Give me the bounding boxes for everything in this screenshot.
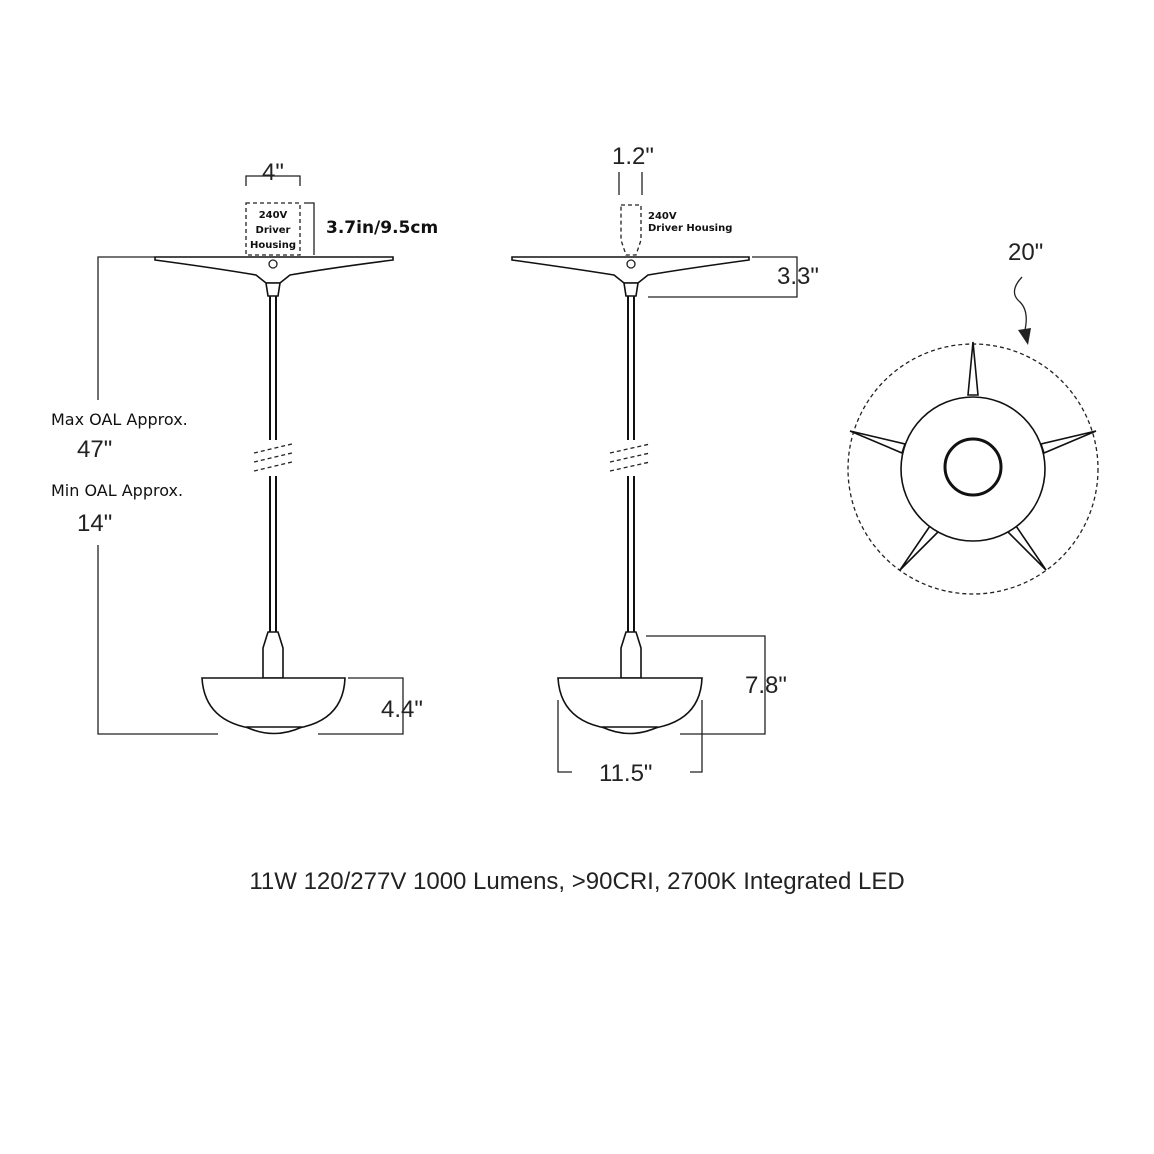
middle-canopy-height-label: 3.3" <box>777 263 819 290</box>
left-shade-height-label: 4.4" <box>381 696 423 723</box>
middle-top-width-ticks <box>618 172 643 195</box>
middle-driver-label-2: Driver Housing <box>648 223 732 234</box>
bottom-diameter-leader <box>1013 276 1027 335</box>
left-driver-height-label: 3.7in/9.5cm <box>326 218 438 238</box>
left-shade <box>201 677 346 731</box>
middle-canopy-neck <box>623 282 639 297</box>
min-oal-value: 14" <box>77 510 112 537</box>
left-driver-label-2: Driver <box>256 225 291 236</box>
middle-lens <box>601 726 659 735</box>
middle-side-view: 1.2" 240V Driver Housing 3.3" 7.8" 11.5" <box>511 143 819 787</box>
middle-driver-housing-outline <box>620 204 642 256</box>
left-top-width-bracket <box>245 175 301 186</box>
left-canopy-screw <box>268 259 278 269</box>
bottom-arm-left <box>849 430 907 455</box>
bottom-arm-right <box>1039 430 1097 455</box>
left-driver-label-1: 240V <box>259 210 288 221</box>
middle-top-width-label: 1.2" <box>612 143 654 170</box>
left-oal-line-bottom <box>97 545 218 735</box>
middle-shade <box>557 677 703 731</box>
left-stem-break <box>253 443 293 472</box>
middle-stem-break <box>609 443 651 472</box>
middle-driver-label-1: 240V <box>648 211 677 222</box>
middle-fitter <box>620 631 642 679</box>
left-oal-line-top <box>97 256 155 400</box>
left-canopy-neck <box>265 282 281 297</box>
min-oal-label: Min OAL Approx. <box>51 481 183 500</box>
left-shade-height-bracket <box>318 677 404 735</box>
left-side-view: 4" 240V Driver Housing 3.7in/9.5cm Max O… <box>51 159 438 735</box>
middle-shade-width-bracket <box>557 700 703 773</box>
left-driver-label-3: Housing <box>250 240 296 251</box>
bottom-lens-circle <box>943 437 1003 497</box>
left-top-width-label: 4" <box>262 159 284 186</box>
left-fitter <box>262 631 284 679</box>
middle-drop-height-label: 7.8" <box>745 672 787 699</box>
bottom-diameter-arrow-icon <box>1018 328 1031 345</box>
left-driver-housing-outline <box>245 202 301 256</box>
bottom-diameter-label: 20" <box>1008 239 1043 266</box>
middle-canopy-screw <box>626 259 636 269</box>
middle-shade-width-label: 11.5" <box>599 760 652 787</box>
bottom-arm-top <box>967 341 979 396</box>
max-oal-label: Max OAL Approx. <box>51 410 188 429</box>
spec-text: 11W 120/277V 1000 Lumens, >90CRI, 2700K … <box>249 868 905 895</box>
middle-canopy <box>511 256 750 284</box>
max-oal-value: 47" <box>77 436 112 463</box>
left-driver-height-bracket <box>304 202 315 255</box>
bottom-view: 20" <box>847 239 1099 595</box>
left-canopy <box>154 256 394 284</box>
middle-canopy-height-bracket <box>648 256 798 298</box>
left-lens <box>245 726 303 735</box>
middle-drop-height-bracket <box>646 635 766 735</box>
